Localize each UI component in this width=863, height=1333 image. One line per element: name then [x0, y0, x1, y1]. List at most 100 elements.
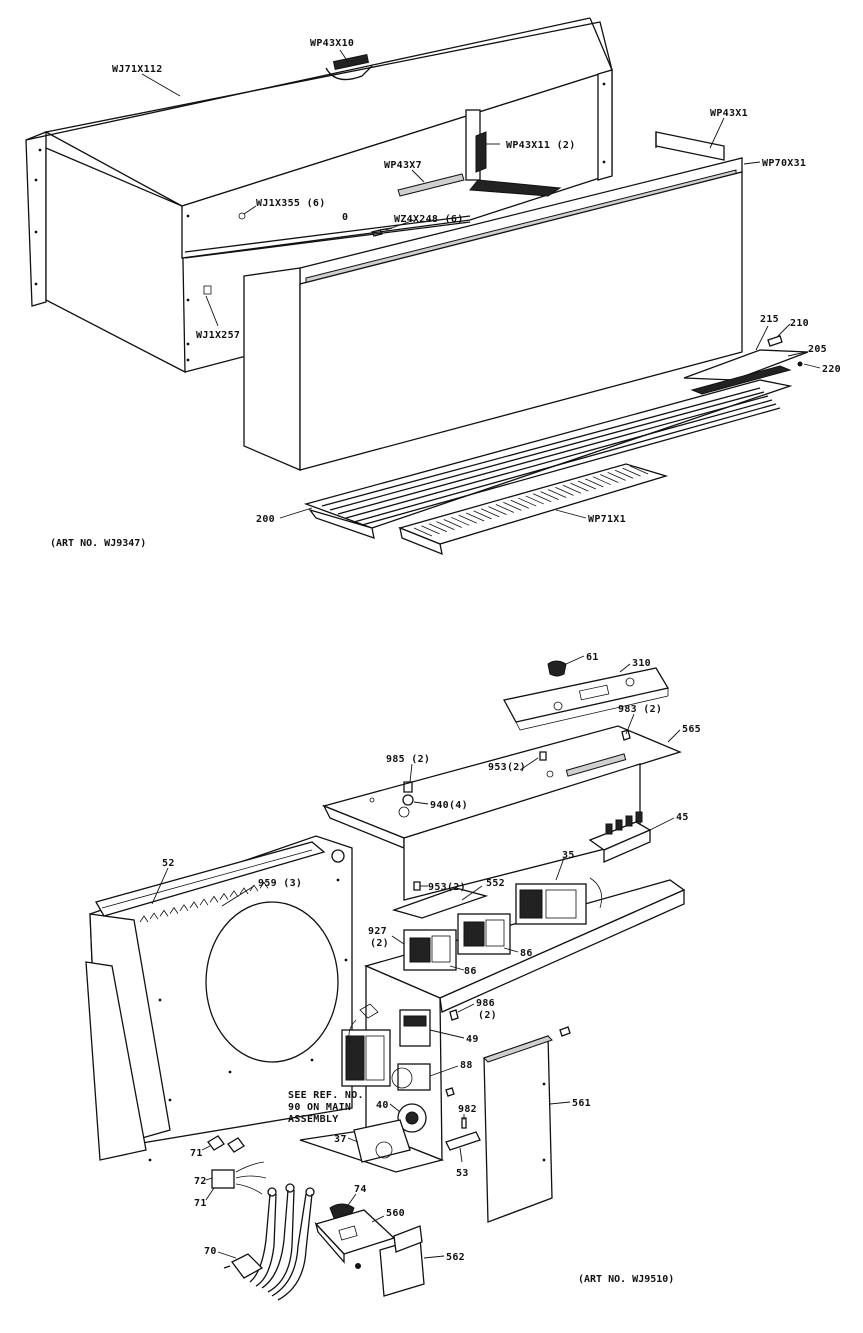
label-35: 35	[562, 850, 575, 861]
switch-40	[397, 1103, 427, 1133]
part-49	[399, 1009, 431, 1047]
grille-slot	[525, 495, 544, 505]
electrical-base	[299, 877, 686, 1173]
label-552: 552	[486, 878, 505, 889]
grille-slot	[607, 472, 626, 481]
label-220: 220	[822, 364, 841, 375]
fan-tooth	[199, 898, 209, 906]
label-986: 986	[476, 998, 495, 1009]
label-71b: 71	[194, 1198, 207, 1209]
fan-tooth	[159, 909, 169, 917]
grille-slot	[577, 480, 597, 490]
label-88: 88	[460, 1060, 473, 1071]
part-88	[391, 1063, 431, 1091]
terminal-block-45	[588, 811, 652, 863]
label-70: 70	[204, 1246, 217, 1257]
power-cord-70	[223, 1183, 315, 1301]
label-565: 565	[682, 724, 701, 735]
label-zero: 0	[342, 212, 348, 223]
grille-slot	[622, 467, 641, 477]
relay-35	[515, 877, 603, 925]
label-200: 200	[256, 514, 275, 525]
label-927-qty: (2)	[370, 938, 389, 949]
grille-slot	[436, 521, 455, 530]
label-wp43x10: WP43X10	[310, 38, 354, 49]
label-205: 205	[808, 344, 827, 355]
art-number-lower: (ART NO. WJ9510)	[578, 1274, 674, 1285]
art-number-upper: (ART NO. WJ9347)	[50, 538, 146, 549]
fan-tooth	[239, 887, 249, 895]
label-953b: 953(2)	[428, 882, 466, 893]
grille-slot	[540, 491, 559, 501]
fan-tooth	[249, 884, 259, 892]
front-panel-wp70x31	[243, 131, 743, 471]
grille-slot	[443, 519, 462, 528]
label-53: 53	[456, 1168, 469, 1179]
grille-slot	[421, 525, 440, 535]
label-86a: 86	[464, 966, 477, 977]
screw-982	[461, 1117, 467, 1129]
label-215: 215	[760, 314, 779, 325]
label-see-1: SEE REF. NO.	[288, 1090, 364, 1101]
fan-scroll-52	[85, 835, 353, 1162]
label-49: 49	[466, 1034, 479, 1045]
screw-985	[403, 781, 413, 793]
label-210: 210	[790, 318, 809, 329]
grille-slot	[518, 497, 537, 507]
label-wj1x257: WJ1X257	[196, 330, 240, 341]
nut-220	[797, 361, 803, 367]
screw-210	[767, 335, 783, 347]
label-72: 72	[194, 1176, 207, 1187]
label-86b: 86	[520, 948, 533, 959]
label-52: 52	[162, 858, 175, 869]
label-985: 985 (2)	[386, 754, 430, 765]
grille-slot	[451, 516, 470, 526]
label-982: 982	[458, 1104, 477, 1115]
label-wp71x1: WP71X1	[588, 514, 626, 525]
grille-slots	[413, 465, 649, 537]
screw-983	[621, 729, 631, 741]
handle-wp43x10	[325, 53, 373, 81]
connectors-71-72	[207, 1135, 267, 1195]
outer-case	[25, 17, 613, 374]
label-74: 74	[354, 1184, 367, 1195]
fan-tooth	[169, 906, 179, 914]
grille-slot	[570, 482, 589, 492]
bracket-552	[391, 887, 489, 919]
grille-slot	[413, 527, 433, 537]
upper-leaders	[141, 49, 821, 519]
fan-tooth	[139, 915, 149, 923]
grille-slot	[465, 512, 485, 522]
grille-slot	[614, 469, 634, 479]
label-wz4x248: WZ4X248 (6)	[394, 214, 464, 225]
upper-assembly: WP43X10 WJ71X112 WP43X1 WP43X11 (2) WP70…	[25, 17, 841, 556]
fan-tooth	[259, 881, 269, 889]
label-562: 562	[446, 1252, 465, 1263]
fan-tooth	[179, 904, 189, 912]
label-wj71x112: WJ71X112	[112, 64, 163, 75]
label-927: 927	[368, 926, 387, 937]
lower-leaders	[151, 655, 681, 1259]
grille-slot	[480, 508, 500, 518]
label-959: 959 (3)	[258, 878, 302, 889]
grille-slot	[585, 478, 604, 488]
grille-slot	[495, 504, 515, 513]
side-panel-561	[483, 1026, 571, 1223]
relay-86-left	[403, 929, 457, 971]
label-940: 940(4)	[430, 800, 468, 811]
label-61: 61	[586, 652, 599, 663]
grille-slot	[473, 510, 492, 520]
contactor-90	[341, 1029, 391, 1087]
label-see-3: ASSEMBLY	[288, 1114, 339, 1125]
fan-tooth	[149, 912, 159, 920]
base-pan-200	[303, 349, 809, 539]
washer-940	[402, 794, 414, 806]
bracket-37	[353, 1119, 411, 1163]
screw-953b	[413, 881, 421, 891]
lower-assembly: 61 310 983 (2) 565 985 (2) 953(2) 940(4)…	[85, 652, 701, 1301]
grille-slot	[592, 476, 611, 486]
label-wp70x31: WP70X31	[762, 158, 806, 169]
screw-986	[449, 1009, 459, 1021]
knob-61	[547, 660, 567, 677]
